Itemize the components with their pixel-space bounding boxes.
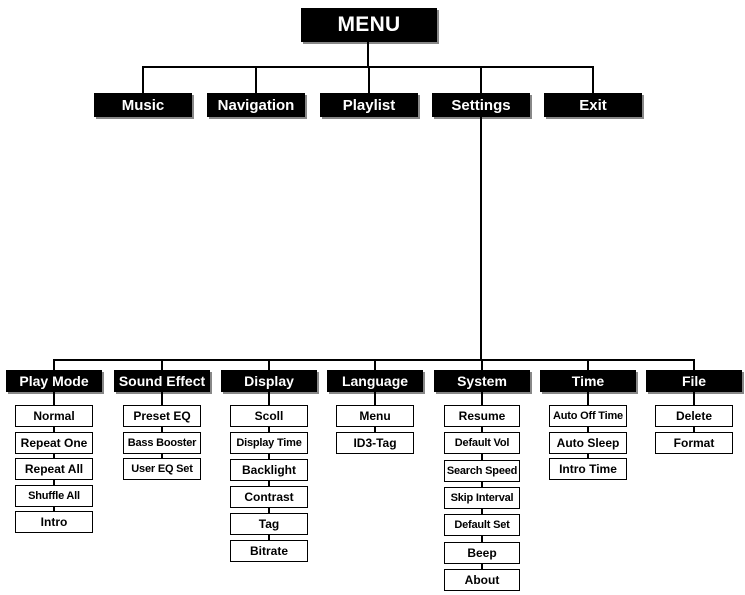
option-id3-tag[interactable]: ID3-Tag — [336, 432, 414, 454]
option-bass-booster[interactable]: Bass Booster — [123, 432, 201, 454]
menu-item-music[interactable]: Music — [94, 93, 192, 117]
option-repeat-one[interactable]: Repeat One — [15, 432, 93, 454]
option-auto-off-time[interactable]: Auto Off Time — [549, 405, 627, 427]
menu-item-settings[interactable]: Settings — [432, 93, 530, 117]
settings-category-language[interactable]: Language — [327, 370, 423, 392]
menu-root: MENU — [301, 8, 437, 42]
option-bitrate[interactable]: Bitrate — [230, 540, 308, 562]
option-default-vol[interactable]: Default Vol — [444, 432, 520, 454]
connector-settings-down — [480, 117, 482, 360]
settings-category-system[interactable]: System — [434, 370, 530, 392]
option-backlight[interactable]: Backlight — [230, 459, 308, 481]
connector-category-6 — [693, 359, 695, 370]
option-beep[interactable]: Beep — [444, 542, 520, 564]
connector-top-0 — [142, 66, 144, 93]
option-repeat-all[interactable]: Repeat All — [15, 458, 93, 480]
connector-top-1 — [255, 66, 257, 93]
option-scoll[interactable]: Scoll — [230, 405, 308, 427]
option-search-speed[interactable]: Search Speed — [444, 460, 520, 482]
connector-category-3 — [374, 359, 376, 370]
option-about[interactable]: About — [444, 569, 520, 591]
option-normal[interactable]: Normal — [15, 405, 93, 427]
option-format[interactable]: Format — [655, 432, 733, 454]
option-delete[interactable]: Delete — [655, 405, 733, 427]
option-shuffle-all[interactable]: Shuffle All — [15, 485, 93, 507]
menu-item-exit[interactable]: Exit — [544, 93, 642, 117]
settings-category-display[interactable]: Display — [221, 370, 317, 392]
option-display-time[interactable]: Display Time — [230, 432, 308, 454]
connector-top-4 — [592, 66, 594, 93]
option-user-eq-set[interactable]: User EQ Set — [123, 458, 201, 480]
option-intro-time[interactable]: Intro Time — [549, 458, 627, 480]
option-menu[interactable]: Menu — [336, 405, 414, 427]
menu-item-navigation[interactable]: Navigation — [207, 93, 305, 117]
connector-top-3 — [480, 66, 482, 93]
option-default-set[interactable]: Default Set — [444, 514, 520, 536]
connector-top-2 — [368, 66, 370, 93]
option-auto-sleep[interactable]: Auto Sleep — [549, 432, 627, 454]
connector-category-1 — [161, 359, 163, 370]
connector-category-4 — [481, 359, 483, 370]
settings-category-time[interactable]: Time — [540, 370, 636, 392]
settings-category-play-mode[interactable]: Play Mode — [6, 370, 102, 392]
option-intro[interactable]: Intro — [15, 511, 93, 533]
menu-item-playlist[interactable]: Playlist — [320, 93, 418, 117]
connector-root-down — [367, 42, 369, 66]
connector-category-0 — [53, 359, 55, 370]
connector-category-5 — [587, 359, 589, 370]
option-preset-eq[interactable]: Preset EQ — [123, 405, 201, 427]
option-skip-interval[interactable]: Skip Interval — [444, 487, 520, 509]
option-contrast[interactable]: Contrast — [230, 486, 308, 508]
option-tag[interactable]: Tag — [230, 513, 308, 535]
connector-category-2 — [268, 359, 270, 370]
settings-category-file[interactable]: File — [646, 370, 742, 392]
settings-category-sound-effect[interactable]: Sound Effect — [114, 370, 210, 392]
option-resume[interactable]: Resume — [444, 405, 520, 427]
